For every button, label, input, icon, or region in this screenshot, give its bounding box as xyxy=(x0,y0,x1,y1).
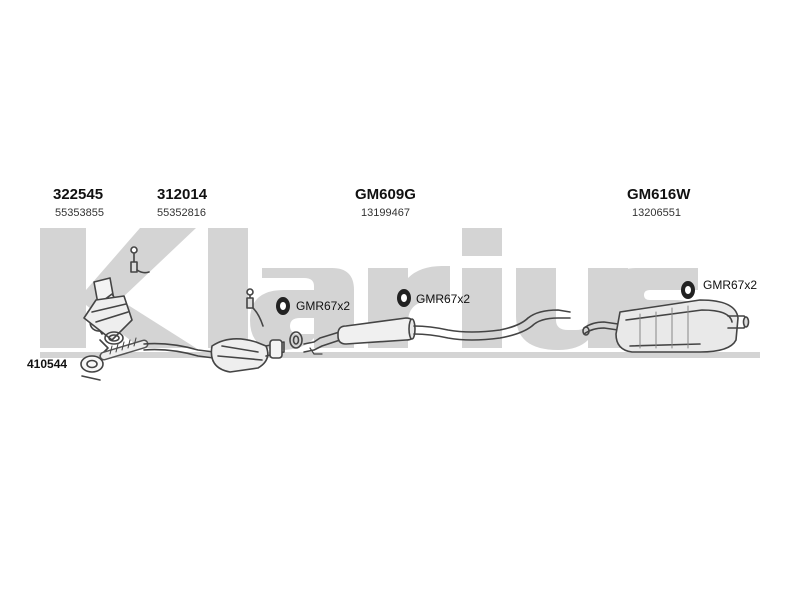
flange-gasket xyxy=(289,331,303,349)
part-number-gm616w: GM616W xyxy=(627,186,691,203)
flex-pipe xyxy=(99,337,149,361)
gasket xyxy=(80,355,104,381)
part-number-322545: 322545 xyxy=(53,186,104,203)
hanger-label-2: GMR67x2 xyxy=(416,292,471,306)
centre-silencer xyxy=(303,309,571,355)
manifold-catalytic-converter xyxy=(83,277,133,357)
hanger-label-1: GMR67x2 xyxy=(296,299,351,313)
oem-number-312014: 55352816 xyxy=(157,207,206,219)
part-number-gm609g: GM609G xyxy=(355,186,416,203)
band-clamp xyxy=(104,331,124,345)
lambda-sensor-2 xyxy=(246,288,264,327)
oem-number-322545: 55353855 xyxy=(55,207,104,219)
oem-number-gm616w: 13206551 xyxy=(632,207,681,219)
lambda-sensor-1 xyxy=(130,246,150,274)
rubber-hanger-2 xyxy=(397,289,411,307)
rubber-hanger-3 xyxy=(681,281,695,299)
hanger-label-3: GMR67x2 xyxy=(703,278,758,292)
gasket-part-number: 410544 xyxy=(27,357,68,371)
oem-number-gm609g: 13199467 xyxy=(361,207,410,219)
front-pipe-with-catalyst xyxy=(143,338,285,373)
rear-silencer xyxy=(582,299,750,353)
part-number-312014: 312014 xyxy=(157,186,208,203)
rubber-hanger-1 xyxy=(276,297,290,315)
